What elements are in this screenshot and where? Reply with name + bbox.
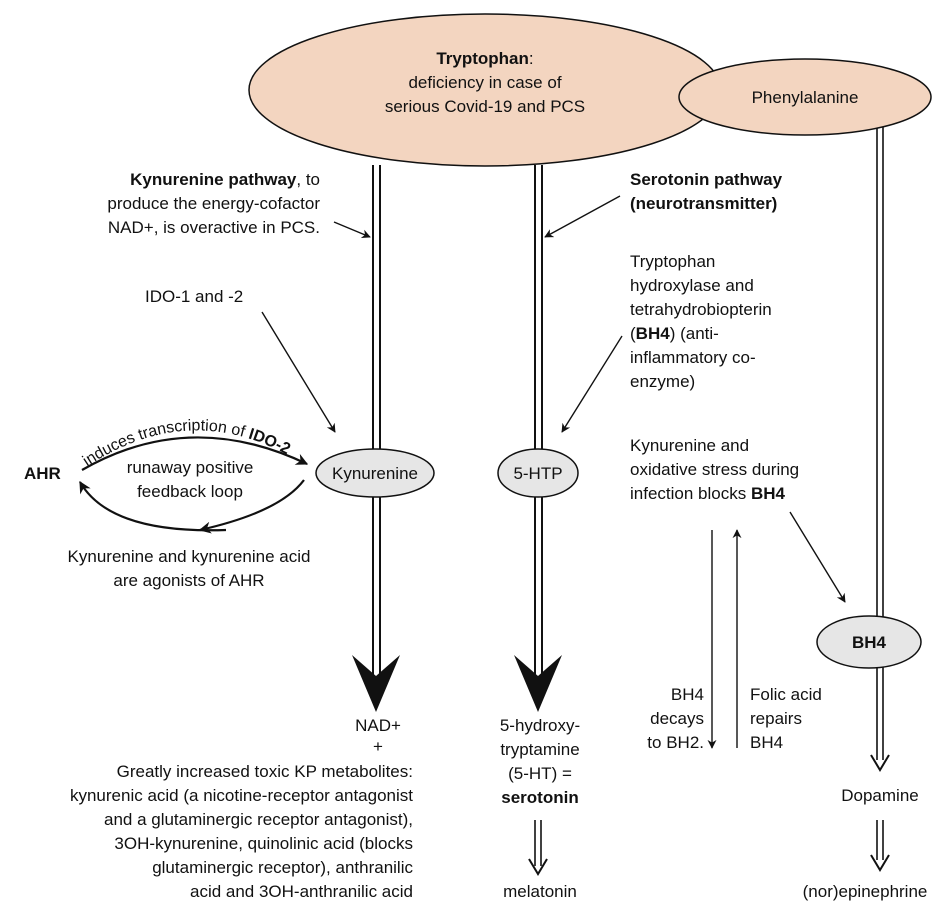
loop-line2: feedback loop xyxy=(137,482,243,501)
folic-text: Folic acid repairs BH4 xyxy=(750,685,822,752)
ido-arrow xyxy=(261,311,336,433)
tryptophan-line2: deficiency in case of xyxy=(408,73,561,92)
kynurenine-pathway-line3: NAD+, is overactive in PCS. xyxy=(108,218,320,237)
loop-line1: runaway positive xyxy=(127,458,254,477)
serotonin-line3: (5-HT) = xyxy=(508,764,572,783)
dopamine-label: Dopamine xyxy=(841,786,919,805)
htp-node: 5-HTP xyxy=(497,448,579,498)
serotonin-pathway-arrow xyxy=(544,195,621,238)
svg-text:infection blocks BH4: infection blocks BH4 xyxy=(630,484,786,503)
kynurenine-label: Kynurenine xyxy=(332,464,418,483)
kynurenine-pathway-title: Kynurenine pathway xyxy=(130,170,297,189)
svg-text:Kynurenine pathway, to: Kynurenine pathway, to xyxy=(130,170,320,189)
decays-line3: to BH2. xyxy=(647,733,704,752)
loop-upper-arrow xyxy=(81,436,309,471)
metabolite-line: 3OH-kynurenine, quinolinic acid (blocks xyxy=(114,834,413,853)
metabolite-line: Greatly increased toxic KP metabolites: xyxy=(117,762,413,781)
nad-plus: + xyxy=(373,737,383,756)
folic-line1: Folic acid xyxy=(750,685,822,704)
serotonin-pathway-text: Serotonin pathway (neurotransmitter) xyxy=(630,170,783,213)
kynurenine-shaft xyxy=(352,165,400,712)
metabolite-line: and a glutaminergic receptor antagonist)… xyxy=(104,810,413,829)
blocks-line1: Kynurenine and xyxy=(630,436,749,455)
kynurenine-pathway-line2: produce the energy-cofactor xyxy=(107,194,320,213)
tryptophan-colon: : xyxy=(529,49,534,68)
svg-text:Tryptophan:: Tryptophan: xyxy=(436,49,533,68)
norepinephrine-label: (nor)epinephrine xyxy=(803,882,928,901)
serotonin-pathway-line1: Serotonin pathway xyxy=(630,170,783,189)
blocks-line3: infection blocks xyxy=(630,484,751,503)
tryptophan-line3: serious Covid-19 and PCS xyxy=(385,97,585,116)
hydroxylase-line3: tetrahydrobiopterin xyxy=(630,300,772,319)
hydroxylase-line1: Tryptophan xyxy=(630,252,715,271)
induces-ido2: IDO-2 xyxy=(247,426,294,458)
serotonin-line2: tryptamine xyxy=(500,740,579,759)
kynurenine-pathway-arrow xyxy=(333,221,371,239)
hydroxylase-paren: ( xyxy=(630,324,636,343)
hydroxylase-text: Tryptophan hydroxylase and tetrahydrobio… xyxy=(630,252,772,391)
phenylalanine-label: Phenylalanine xyxy=(752,88,859,107)
htp-label: 5-HTP xyxy=(513,464,562,483)
serotonin-pathway-line2: (neurotransmitter) xyxy=(630,194,777,213)
hydroxylase-line5: inflammatory co- xyxy=(630,348,756,367)
phenylalanine-shaft xyxy=(870,120,890,772)
hydroxylase-anti: ) (anti- xyxy=(670,324,719,343)
melatonin-label: melatonin xyxy=(503,882,577,901)
kynurenine-pathway-rest: , to xyxy=(296,170,320,189)
melatonin-arrow xyxy=(528,820,548,876)
serotonin-products: 5-hydroxy- tryptamine (5-HT) = serotonin xyxy=(500,716,580,807)
nad-products: NAD+ + Greatly increased toxic KP metabo… xyxy=(70,716,414,901)
tryptophan-node: Tryptophan: deficiency in case of seriou… xyxy=(248,13,722,167)
nad-label: NAD+ xyxy=(355,716,401,735)
tryptophan-title: Tryptophan xyxy=(436,49,529,68)
folic-line2: repairs xyxy=(750,709,802,728)
hydroxylase-bh4: BH4 xyxy=(636,324,671,343)
ido-label: IDO-1 and -2 xyxy=(145,287,243,306)
decays-text: BH4 decays to BH2. xyxy=(647,685,704,752)
blocks-arrow xyxy=(789,511,846,603)
decays-line1: BH4 xyxy=(671,685,704,704)
ahr-label: AHR xyxy=(24,464,61,483)
agonists-line2: are agonists of AHR xyxy=(113,571,264,590)
blocks-text: Kynurenine and oxidative stress during i… xyxy=(630,436,799,503)
hydroxylase-line6: enzyme) xyxy=(630,372,695,391)
serotonin-line4: serotonin xyxy=(501,788,578,807)
loop-right-arrow xyxy=(198,479,305,534)
metabolite-line: kynurenic acid (a nicotine-receptor anta… xyxy=(70,786,413,805)
serotonin-shaft xyxy=(514,165,562,712)
epinephrine-arrow xyxy=(870,820,890,872)
serotonin-line1: 5-hydroxy- xyxy=(500,716,580,735)
bh4-node: BH4 xyxy=(816,615,922,669)
decays-line2: decays xyxy=(650,709,704,728)
kynurenine-node: Kynurenine xyxy=(315,448,435,498)
svg-text:(BH4) (anti-: (BH4) (anti- xyxy=(630,324,719,343)
blocks-bh4: BH4 xyxy=(751,484,786,503)
kynurenine-pathway-text: Kynurenine pathway, to produce the energ… xyxy=(107,170,320,237)
loop-left-arrow xyxy=(79,480,227,532)
hydroxylase-arrow xyxy=(561,335,623,433)
folic-line3: BH4 xyxy=(750,733,783,752)
metabolite-line: glutaminergic receptor), anthranilic xyxy=(152,858,413,877)
phenylalanine-node: Phenylalanine xyxy=(678,58,932,136)
metabolite-line: acid and 3OH-anthranilic acid xyxy=(190,882,413,901)
agonists-line1: Kynurenine and kynurenine acid xyxy=(68,547,311,566)
bh4-label: BH4 xyxy=(852,633,887,652)
hydroxylase-line2: hydroxylase and xyxy=(630,276,754,295)
blocks-line2: oxidative stress during xyxy=(630,460,799,479)
